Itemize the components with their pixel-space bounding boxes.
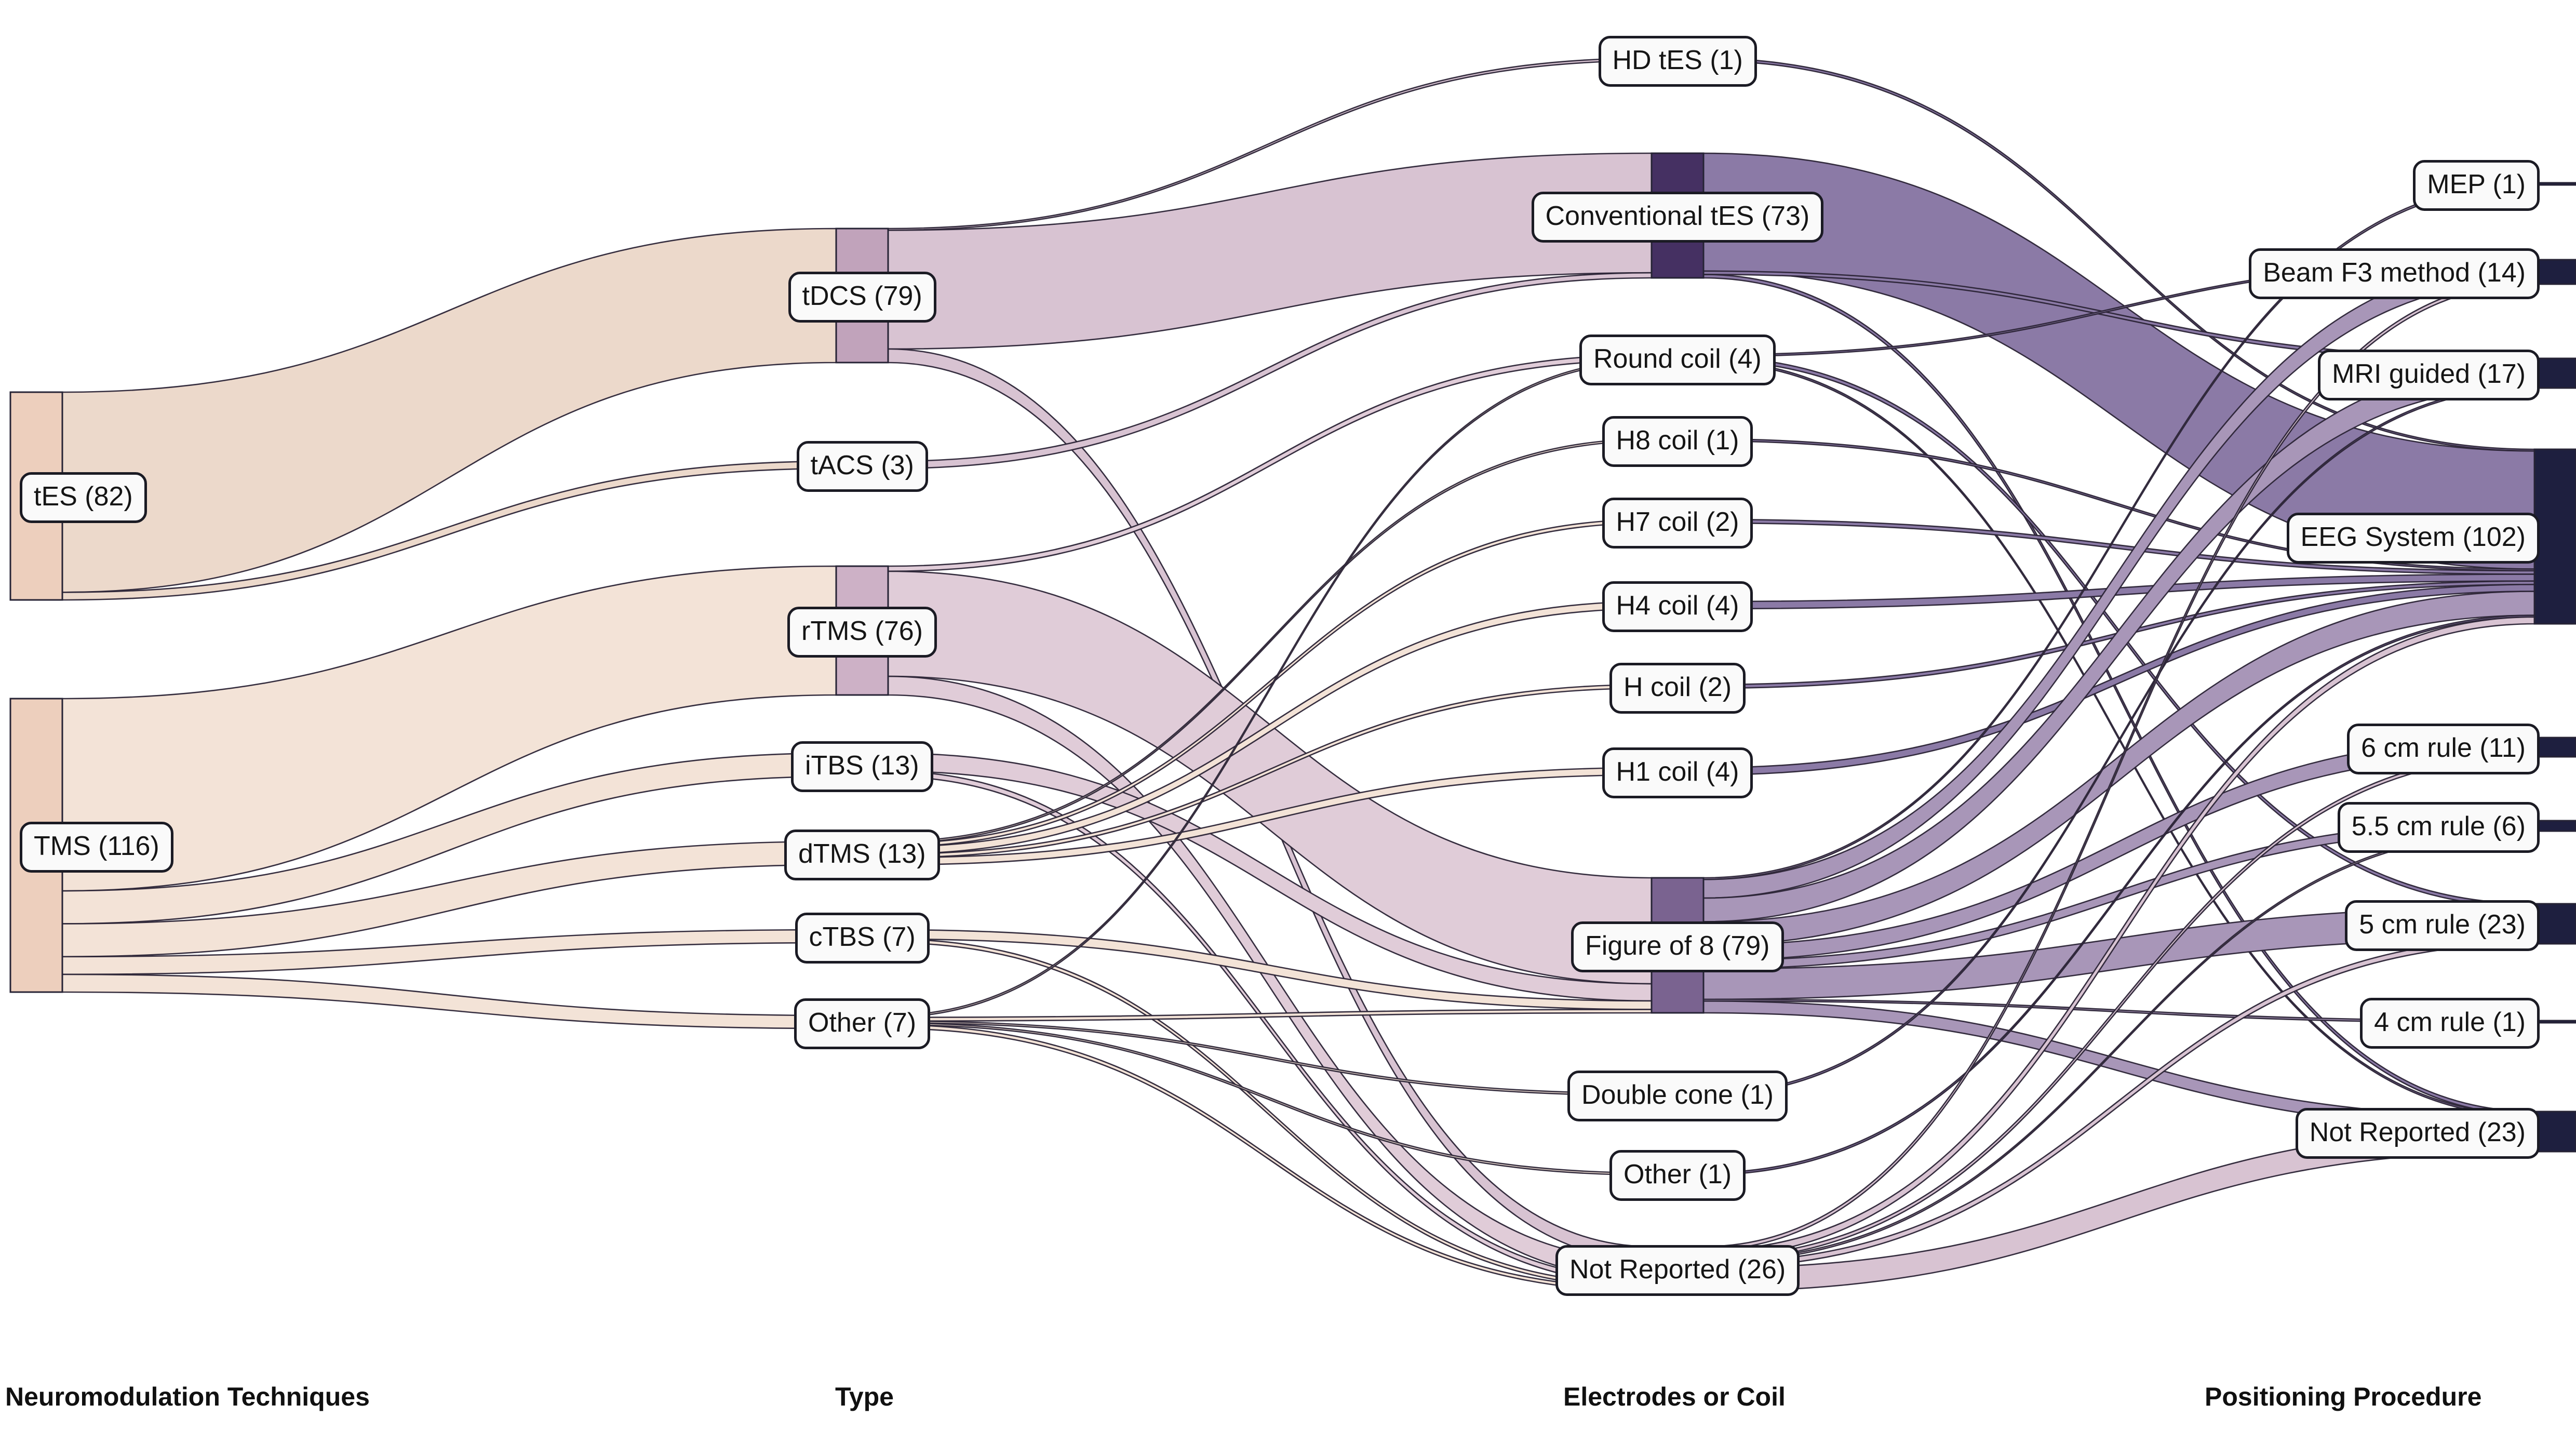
node-label-figureof8: Figure of 8 (79): [1571, 921, 1784, 972]
node-label-beamf3: Beam F3 method (14): [2249, 248, 2540, 299]
node-label-ctbs: cTBS (7): [795, 912, 930, 964]
node-label-itbs: iTBS (13): [791, 741, 933, 792]
sankey-link: [61, 228, 837, 593]
sankey-node-mriguided[interactable]: [2533, 357, 2576, 389]
node-label-tes: tES (82): [20, 472, 147, 523]
node-label-eegsystem: EEG System (102): [2286, 513, 2540, 564]
sankey-node-eegsystem[interactable]: [2533, 448, 2576, 625]
sankey-link: [887, 1009, 1653, 1022]
node-label-tms: TMS (116): [20, 821, 173, 873]
node-label-hdtes: HD tES (1): [1598, 35, 1757, 87]
sankey-node-mep[interactable]: [2533, 182, 2576, 186]
node-label-rule55: 5.5 cm rule (6): [2337, 802, 2540, 853]
node-label-mriguided: MRI guided (17): [2318, 349, 2540, 400]
node-label-rule6: 6 cm rule (11): [2347, 723, 2540, 774]
sankey-link: [887, 1020, 1653, 1096]
sankey-links-layer: [61, 57, 2535, 1292]
node-label-conventionaltes: Conventional tES (73): [1531, 192, 1824, 243]
column-header-electrodes-or-coil: Electrodes or Coil: [1563, 1382, 1786, 1411]
node-label-othertype: Other (7): [794, 998, 931, 1049]
column-header-type: Type: [835, 1382, 894, 1411]
sankey-node-rule5[interactable]: [2533, 903, 2576, 945]
node-label-tacs: tACS (3): [796, 441, 928, 492]
sankey-node-rule4[interactable]: [2533, 1020, 2576, 1024]
node-label-h8coil: H8 coil (1): [1602, 416, 1753, 467]
node-label-notreportedpos: Not Reported (23): [2295, 1107, 2540, 1159]
node-label-rule4: 4 cm rule (1): [2360, 998, 2540, 1049]
node-label-doublecone: Double cone (1): [1567, 1071, 1788, 1121]
node-label-roundcoil: Round coil (4): [1579, 335, 1776, 385]
node-label-notreportedcoil: Not Reported (26): [1555, 1245, 1800, 1296]
node-label-othercoil: Other (1): [1609, 1150, 1746, 1201]
node-label-hcoil: H coil (2): [1609, 662, 1746, 714]
node-label-h7coil: H7 coil (2): [1602, 497, 1753, 549]
sankey-link: [61, 565, 837, 892]
node-label-rule5: 5 cm rule (23): [2345, 900, 2540, 951]
node-label-mep: MEP (1): [2413, 160, 2540, 211]
node-label-dtms: dTMS (13): [784, 829, 940, 880]
column-header-neuromodulation-techniques: Neuromodulation Techniques: [5, 1382, 370, 1411]
sankey-node-rule55[interactable]: [2533, 820, 2576, 832]
node-label-h1coil: H1 coil (4): [1602, 747, 1753, 798]
sankey-link: [887, 152, 1653, 350]
node-label-h4coil: H4 coil (4): [1602, 581, 1753, 632]
sankey-node-notreportedpos[interactable]: [2533, 1111, 2576, 1153]
sankey-link: [887, 1022, 1653, 1176]
sankey-node-beamf3[interactable]: [2533, 259, 2576, 285]
sankey-link: [61, 973, 837, 1029]
node-label-tdcs: tDCS (79): [788, 272, 936, 323]
sankey-node-rule6[interactable]: [2533, 737, 2576, 758]
column-header-positioning-procedure: Positioning Procedure: [2205, 1382, 2482, 1411]
node-label-rtms: rTMS (76): [787, 607, 937, 658]
